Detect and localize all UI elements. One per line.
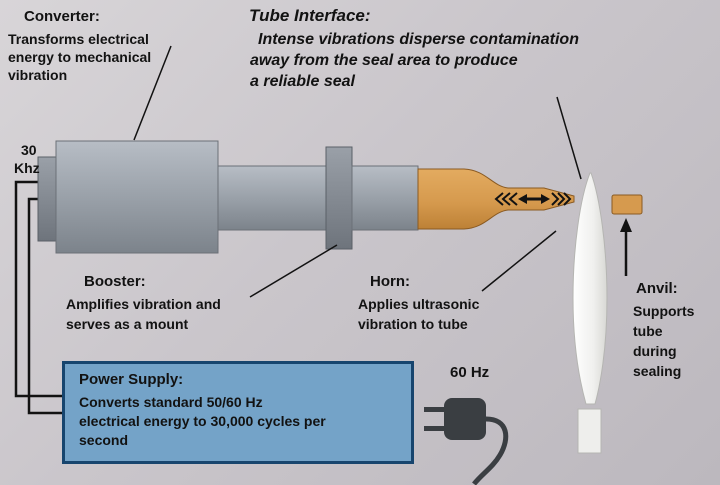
frequency-30khz-value: 30 (21, 142, 37, 158)
horn-title: Horn: (370, 273, 410, 290)
converter-desc-line: Transforms electrical (8, 31, 149, 47)
vibration-chevrons-right (551, 192, 572, 206)
power-supply-box: Power Supply: Converts standard 50/60 Hz… (62, 361, 414, 464)
vibration-double-arrow (518, 194, 550, 204)
tube-interface-desc-line: away from the seal area to produce (250, 52, 518, 69)
converter-body (55, 140, 219, 254)
frequency-30khz-unit: Khz (14, 160, 40, 176)
anvil-block (611, 194, 643, 215)
tube-interface-desc-line: Intense vibrations disperse contaminatio… (258, 31, 579, 48)
horn-desc-line: vibration to tube (358, 316, 468, 332)
horn-leader-line (481, 230, 557, 292)
booster-leader-line (249, 244, 338, 298)
anvil-desc-line: tube (633, 323, 663, 339)
booster-desc-line: serves as a mount (66, 316, 189, 332)
converter-end-cap (37, 156, 57, 242)
horn-desc-line: Applies ultrasonic (358, 296, 480, 312)
vibration-chevrons-left (494, 192, 518, 206)
frequency-60hz-label: 60 Hz (450, 364, 490, 381)
booster-title: Booster: (84, 273, 146, 290)
anvil-title: Anvil: (636, 280, 678, 297)
anvil-desc-line: Supports (633, 303, 695, 319)
tube-interface-title: Tube Interface: (249, 6, 371, 25)
booster-cylinder-2 (351, 165, 419, 231)
converter-leader-line (133, 45, 172, 141)
anvil-desc-line: sealing (633, 363, 682, 379)
converter-desc-line: energy to mechanical (8, 49, 152, 65)
tube-interface-leader-line (556, 96, 582, 180)
converter-desc-line: vibration (8, 67, 68, 83)
wire-top (14, 180, 62, 398)
converter-title: Converter: (24, 8, 100, 25)
power-supply-desc-line: electrical energy to 30,000 cycles per (79, 413, 326, 429)
power-supply-title: Power Supply: (79, 371, 184, 388)
plug-icon (424, 398, 509, 485)
booster-desc-line: Amplifies vibration and (66, 296, 221, 312)
booster-cylinder-1 (217, 165, 329, 231)
anvil-pointer-arrow (620, 218, 632, 276)
power-supply-desc-line: Converts standard 50/60 Hz (79, 394, 263, 410)
tube-sealed-end (577, 408, 602, 454)
anvil-desc-line: during (633, 343, 677, 359)
tube-interface-desc-line: a reliable seal (250, 73, 355, 90)
tube (572, 172, 608, 405)
booster-mount-flange (325, 146, 353, 250)
power-supply-desc-line: second (79, 432, 129, 448)
